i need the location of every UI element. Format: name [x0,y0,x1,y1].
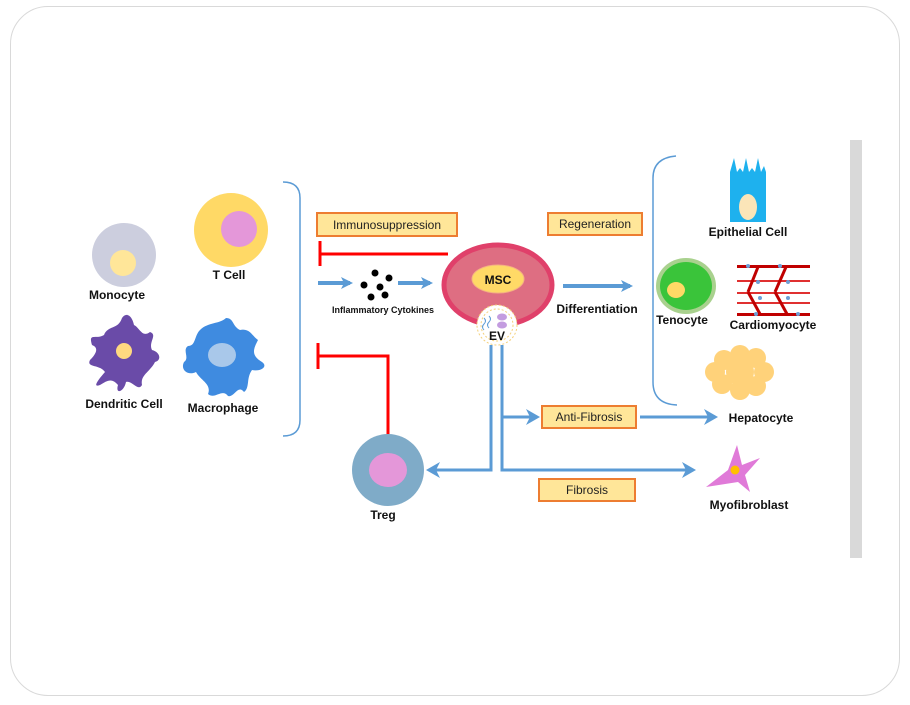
ev-label: EV [489,329,505,343]
msc-label: MSC [485,273,512,287]
cardiomyocyte-label: Cardiomyocyte [730,318,817,332]
scrollbar[interactable] [850,140,862,558]
immunosuppression-box: Immunosuppression [316,212,458,237]
t-cell-label: T Cell [213,268,246,282]
cytokines-dots [360,269,393,301]
macrophage [182,318,265,397]
macrophage-label: Macrophage [188,401,259,415]
cardiomyocyte [737,264,810,316]
hepatocyte [705,345,774,400]
inhibition-line-msc [318,241,448,266]
dendritic-cell-label: Dendritic Cell [85,397,162,411]
extracellular-vesicle: EV [476,304,518,346]
regeneration-box: Regeneration [547,212,643,236]
arrow-to-treg [426,462,440,478]
arrow-to-myofibroblast [682,462,696,478]
cytokines-label: Inflammatory Cytokines [332,305,434,315]
msc-cell: MSC [441,242,555,328]
tenocyte-label: Tenocyte [656,313,708,327]
differentiation-label: Differentiation [556,302,637,316]
t-cell [194,193,268,267]
svg-text:Regeneration: Regeneration [559,217,631,231]
inhibition-line-treg [316,343,390,437]
tenocyte [656,258,716,314]
svg-text:Anti-Fibrosis: Anti-Fibrosis [556,410,623,424]
epithelial-cell-label: Epithelial Cell [709,225,788,239]
treg-cell [352,434,424,506]
myofibroblast-label: Myofibroblast [710,498,789,512]
arrow-to-hepatocyte [704,409,718,425]
epithelial-cell [730,158,766,222]
monocyte-label: Monocyte [89,288,145,302]
fibrosis-box: Fibrosis [538,478,636,502]
svg-text:Immunosuppression: Immunosuppression [333,218,441,232]
myofibroblast [706,445,760,492]
hepatocyte-label: Hepatocyte [729,411,794,425]
left-bracket [282,181,301,437]
arrow-to-anti-fibrosis [526,409,540,425]
anti-fibrosis-box: Anti-Fibrosis [541,405,637,429]
right-bracket [652,155,678,406]
monocyte [92,223,156,287]
dendritic-cell [89,314,160,392]
svg-text:Fibrosis: Fibrosis [566,483,608,497]
treg-label: Treg [370,508,395,522]
ev-output-lines [430,345,690,472]
